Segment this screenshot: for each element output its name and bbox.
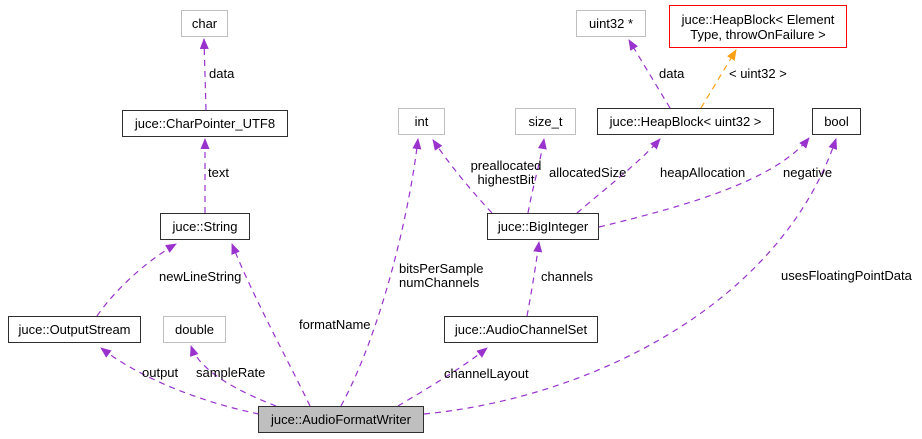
node-audiochannelset[interactable]: juce::AudioChannelSet xyxy=(444,316,598,343)
edge-biginteger-to-bool xyxy=(598,137,810,228)
edge-label-formatname: formatName xyxy=(299,317,371,332)
edge-label-template-args: < uint32 > xyxy=(729,66,787,81)
edge-label-channellayout: channelLayout xyxy=(444,366,529,381)
edge-label-preallocated-line2: highestBit xyxy=(477,171,535,187)
edge-label-output: output xyxy=(142,365,179,380)
edge-afw-to-channelset xyxy=(397,347,488,407)
node-charpointer-utf8[interactable]: juce::CharPointer_UTF8 xyxy=(122,110,288,137)
edge-channelset-to-biginteger xyxy=(526,241,543,317)
node-audioformatwriter: juce::AudioFormatWriter xyxy=(258,406,424,433)
edge-label-allocatedsize: allocatedSize xyxy=(549,165,627,180)
node-heapblock-uint32[interactable]: juce::HeapBlock< uint32 > xyxy=(597,108,774,135)
edge-heapblock-to-uint32ptr xyxy=(628,39,671,109)
edge-label-data-char: data xyxy=(209,66,235,81)
edge-afw-to-int xyxy=(340,138,422,407)
node-double: double xyxy=(163,316,226,343)
node-heapblock-template[interactable]: juce::HeapBlock< Element Type, throwOnFa… xyxy=(669,5,847,48)
node-outputstream[interactable]: juce::OutputStream xyxy=(8,316,141,343)
edge-label-data-uint32ptr: data xyxy=(659,66,685,81)
edge-label-usesfloatingpointdata: usesFloatingPointData xyxy=(781,268,912,283)
edge-label-samplerate: sampleRate xyxy=(196,365,266,380)
node-bool: bool xyxy=(812,108,861,135)
node-heapblock-template-line2: Type, throwOnFailure > xyxy=(690,26,826,42)
edge-afw-to-outputstream xyxy=(100,347,260,415)
edge-biginteger-to-heapblock xyxy=(576,138,661,214)
edge-label-newlinestring: newLineString xyxy=(159,269,242,284)
node-uint32-ptr: uint32 * xyxy=(576,10,646,37)
node-string[interactable]: juce::String xyxy=(160,213,250,240)
edge-label-heapallocation: heapAllocation xyxy=(660,165,746,180)
node-size-t: size_t xyxy=(515,108,576,135)
edge-label-bitspersample-line2: numChannels xyxy=(399,274,480,290)
edge-label-channels: channels xyxy=(541,269,594,284)
edge-afw-to-bool xyxy=(423,138,838,415)
edge-label-text: text xyxy=(208,165,229,180)
edge-label-preallocated-line1: preallocated xyxy=(470,158,542,173)
edge-label-bitspersample-line1: bitsPerSample xyxy=(399,261,484,276)
edge-biginteger-to-sizet xyxy=(527,138,547,214)
edge-label-negative: negative xyxy=(783,165,833,180)
node-int: int xyxy=(398,108,445,135)
edge-afw-to-string xyxy=(231,243,311,407)
edge-afw-to-double xyxy=(190,345,277,407)
edge-label-preallocated: preallocated highestBit xyxy=(466,159,546,186)
node-biginteger[interactable]: juce::BigInteger xyxy=(487,213,599,240)
node-char: char xyxy=(181,10,228,37)
edge-label-bitspersample: bitsPerSample numChannels xyxy=(399,262,484,289)
edge-heapblock-to-template xyxy=(700,49,737,109)
node-heapblock-template-line1: juce::HeapBlock< Element xyxy=(681,11,835,27)
edge-charpointer-to-char xyxy=(199,38,209,111)
